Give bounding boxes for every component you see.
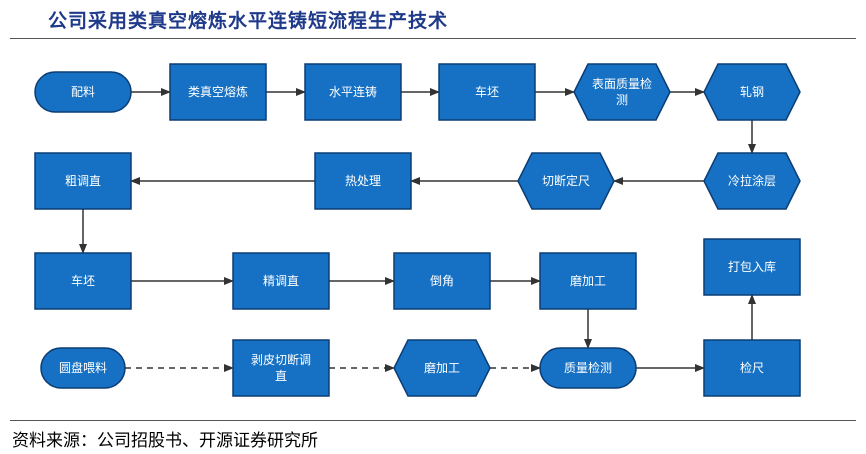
process-step-label: 磨加工 <box>424 361 460 375</box>
process-step-shape <box>34 152 132 210</box>
process-step-n11: 车坯 <box>34 252 132 310</box>
process-step-label: 车坯 <box>475 84 499 99</box>
process-step-label: 切断定尺 <box>542 173 590 188</box>
process-step-n19: 质量检测 <box>539 347 637 389</box>
process-step-shape <box>232 252 330 310</box>
process-step-shape <box>314 152 412 210</box>
process-step-n6: 轧钢 <box>703 63 801 121</box>
process-step-label: 车坯 <box>71 273 95 288</box>
process-step-shape <box>232 339 330 397</box>
process-step-shape <box>539 252 637 310</box>
process-step-label: 冷拉涂层 <box>728 173 776 188</box>
process-step-shape <box>34 252 132 310</box>
top-divider <box>10 38 856 39</box>
process-step-n9: 热处理 <box>314 152 412 210</box>
process-step-label: 圆盘喂料 <box>59 360 107 375</box>
process-step-shape <box>169 63 267 121</box>
process-step-n18: 磨加工 <box>393 339 491 397</box>
process-step-shape <box>703 152 801 210</box>
process-step-label: 质量检测 <box>564 360 612 375</box>
process-step-shape <box>539 347 637 389</box>
process-step-label: 粗调直 <box>65 174 101 188</box>
process-step-n16: 圆盘喂料 <box>40 347 126 389</box>
process-step-shape <box>393 252 491 310</box>
process-step-n20: 检尺 <box>703 339 801 397</box>
process-step-shape <box>438 63 536 121</box>
process-step-label: 热处理 <box>345 174 381 188</box>
process-step-label: 直 <box>275 369 287 383</box>
process-step-n15: 打包入库 <box>703 238 801 296</box>
process-step-label: 类真空熔炼 <box>188 84 248 99</box>
source-note: 资料来源：公司招股书、开源证券研究所 <box>12 431 318 451</box>
nodes-layer: 配料类真空熔炼水平连铸车坯表面质量检测轧钢冷拉涂层切断定尺热处理粗调直车坯精调直… <box>34 63 801 397</box>
process-step-label: 配料 <box>71 85 95 99</box>
process-step-n13: 倒角 <box>393 252 491 310</box>
process-step-shape <box>517 152 615 210</box>
process-step-label: 检尺 <box>740 360 764 375</box>
process-step-label: 测 <box>616 93 628 107</box>
process-step-shape <box>573 63 671 121</box>
process-step-n7: 冷拉涂层 <box>703 152 801 210</box>
process-step-shape <box>703 339 801 397</box>
process-step-n2: 类真空熔炼 <box>169 63 267 121</box>
process-step-n1: 配料 <box>34 71 132 113</box>
process-step-label: 倒角 <box>430 274 454 288</box>
process-step-n4: 车坯 <box>438 63 536 121</box>
process-step-label: 表面质量检 <box>592 76 652 91</box>
process-step-n10: 粗调直 <box>34 152 132 210</box>
process-step-label: 精调直 <box>263 274 299 288</box>
process-step-shape <box>393 339 491 397</box>
process-step-shape <box>34 71 132 113</box>
process-step-shape <box>703 238 801 296</box>
process-step-n12: 精调直 <box>232 252 330 310</box>
bottom-divider <box>10 420 856 421</box>
edges-layer <box>79 88 756 372</box>
process-step-label: 剥皮切断调 <box>251 352 311 367</box>
process-step-label: 水平连铸 <box>329 84 377 99</box>
process-step-label: 轧钢 <box>740 85 764 99</box>
process-step-n3: 水平连铸 <box>304 63 402 121</box>
process-step-n8: 切断定尺 <box>517 152 615 210</box>
process-step-shape <box>40 347 126 389</box>
page-title: 公司采用类真空熔炼水平连铸短流程生产技术 <box>48 10 449 32</box>
process-step-n14: 磨加工 <box>539 252 637 310</box>
process-step-shape <box>703 63 801 121</box>
process-step-label: 磨加工 <box>570 274 606 288</box>
process-step-shape <box>304 63 402 121</box>
process-step-label: 打包入库 <box>728 259 776 274</box>
